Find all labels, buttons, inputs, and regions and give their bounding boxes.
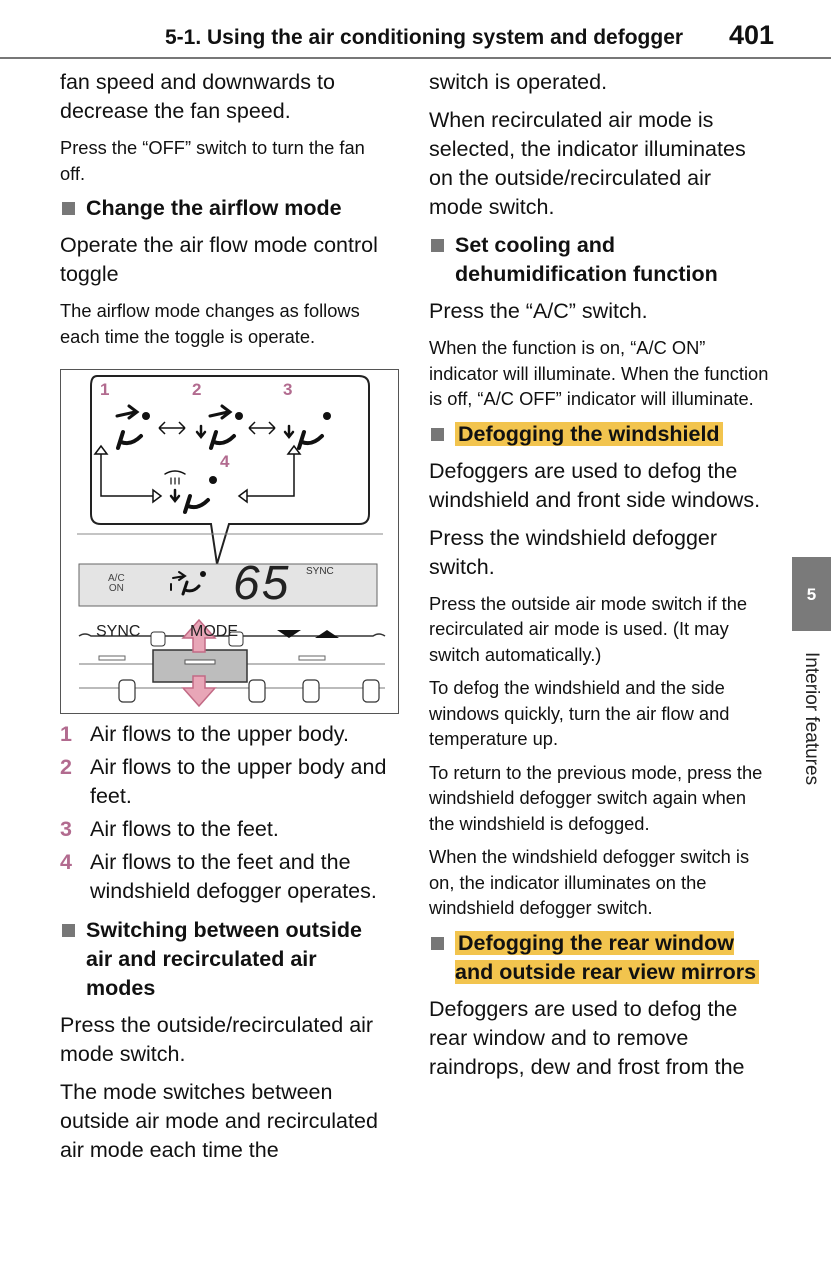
note: The airflow mode changes as follows each… <box>60 300 360 347</box>
note: To return to the previous mode, press th… <box>429 761 763 834</box>
square-bullet-icon <box>62 202 75 215</box>
fan-down-icon <box>277 630 301 638</box>
chapter-number: 5 <box>806 585 817 604</box>
arrow-down-icon <box>181 675 217 708</box>
mode-button-label: MODE <box>190 623 238 640</box>
heading-switching: Switching between outside air and recirc… <box>60 916 390 1003</box>
square-bullet-icon <box>431 239 444 252</box>
right-column: switch is operated. When recirculated ai… <box>429 68 769 1091</box>
person-feet-icon <box>283 412 331 450</box>
person-defog-icon <box>164 470 217 514</box>
display-ac-label: A/C ON <box>108 573 125 594</box>
person-upper-icon <box>115 404 150 450</box>
figure-label-4: 4 <box>220 452 230 471</box>
heading-defog-windshield: Defogging the windshield <box>429 420 769 449</box>
note: Press the “OFF” switch to turn the fan o… <box>60 137 365 184</box>
airflow-figure: 1 2 3 4 A/C ON 65 SYNC SYNC MODE <box>60 369 399 714</box>
note: Press the outside air mode switch if the… <box>429 592 748 665</box>
arrow-up-icon <box>181 618 217 653</box>
figure-label-3: 3 <box>283 380 293 399</box>
paragraph: Press the outside/recirculated air mode … <box>60 1013 374 1066</box>
square-bullet-icon <box>431 427 444 441</box>
paragraph: Press the “A/C” switch. <box>429 299 648 323</box>
person-bilevel-icon <box>195 404 243 450</box>
figure-label-1: 1 <box>100 380 110 399</box>
display-sync-label: SYNC <box>306 566 334 577</box>
display-airflow-icon <box>170 571 206 596</box>
page-number: 401 <box>729 20 775 50</box>
note: When the windshield defogger switch is o… <box>429 846 750 918</box>
section-title: 5-1. Using the air conditioning system a… <box>165 26 684 49</box>
heading-cooling: Set cooling and dehumidification functio… <box>429 231 769 289</box>
note: When the function is on, “A/C ON” indica… <box>429 337 769 409</box>
paragraph: fan speed and downwards to decrease the … <box>60 70 335 123</box>
airflow-diagram <box>77 375 386 708</box>
paragraph: switch is operated. <box>429 70 608 94</box>
fan-up-icon <box>315 630 339 638</box>
square-bullet-icon <box>62 924 75 937</box>
left-column: fan speed and downwards to decrease the … <box>60 68 399 1174</box>
square-bullet-icon <box>431 936 444 950</box>
paragraph: When recirculated air mode is selected, … <box>429 108 746 219</box>
page-header: 5-1. Using the air conditioning system a… <box>0 0 831 60</box>
figure-label-2: 2 <box>192 380 202 399</box>
chapter-tab: 5 <box>792 557 831 631</box>
chapter-label: Interior features <box>801 652 822 786</box>
heading-airflow: Change the airflow mode <box>60 194 390 223</box>
paragraph: Press the windshield defogger switch. <box>429 525 718 579</box>
note: To defog the windshield and the side win… <box>429 677 730 749</box>
paragraph: The mode switches between outside air mo… <box>60 1080 378 1162</box>
paragraph: Defoggers are used to defog the windshie… <box>429 458 761 512</box>
header-rule <box>0 57 831 59</box>
display-temperature: 65 <box>233 557 291 610</box>
heading-defog-rear: Defogging the rear window and outside re… <box>429 929 769 987</box>
paragraph: Defoggers are used to defog the rear win… <box>429 996 745 1079</box>
paragraph: Operate the air flow mode control toggle <box>60 233 378 286</box>
sync-button-label: SYNC <box>96 623 141 640</box>
